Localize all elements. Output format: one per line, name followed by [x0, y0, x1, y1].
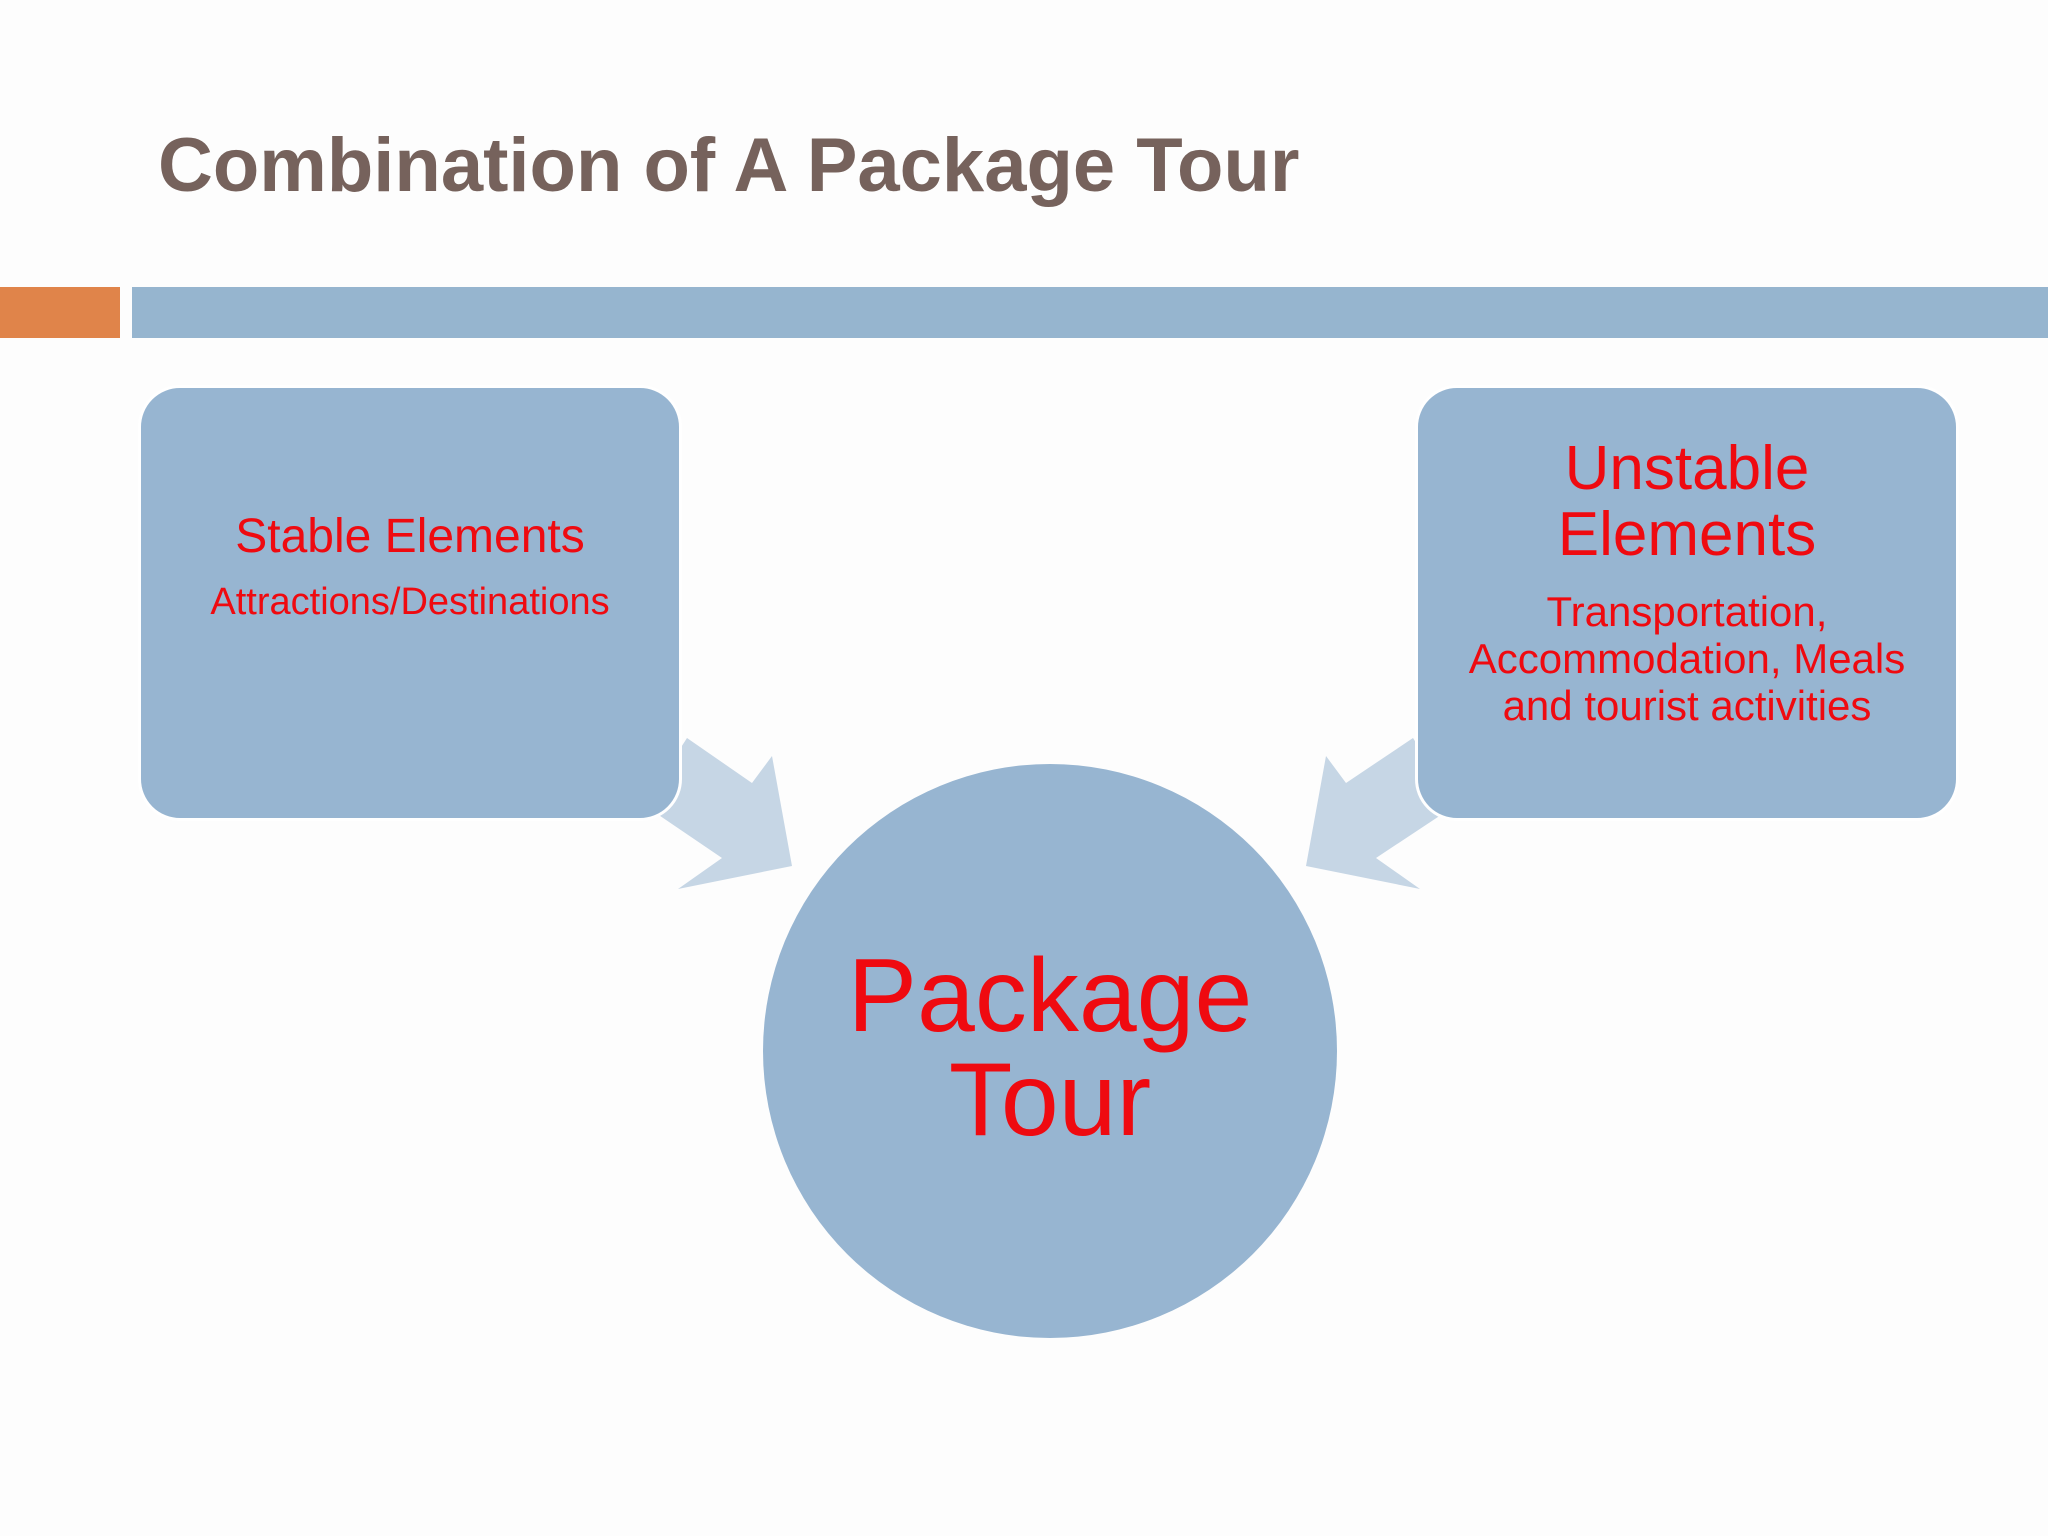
- package-tour-circle: Package Tour: [763, 764, 1337, 1338]
- stable-elements-heading: Stable Elements: [235, 510, 585, 563]
- stable-elements-box: Stable Elements Attractions/Destinations: [138, 385, 682, 821]
- slide-title: Combination of A Package Tour: [158, 123, 1300, 208]
- unstable-elements-box: Unstable Elements Transportation, Accomm…: [1415, 385, 1959, 821]
- accent-bar: [0, 287, 120, 338]
- stable-elements-detail: Attractions/Destinations: [210, 581, 610, 623]
- unstable-elements-detail: Transportation, Accommodation, Meals and…: [1468, 587, 1906, 729]
- unstable-elements-heading: Unstable Elements: [1557, 433, 1817, 569]
- package-tour-label: Package Tour: [847, 938, 1253, 1158]
- header-rule-bar: [132, 287, 2048, 338]
